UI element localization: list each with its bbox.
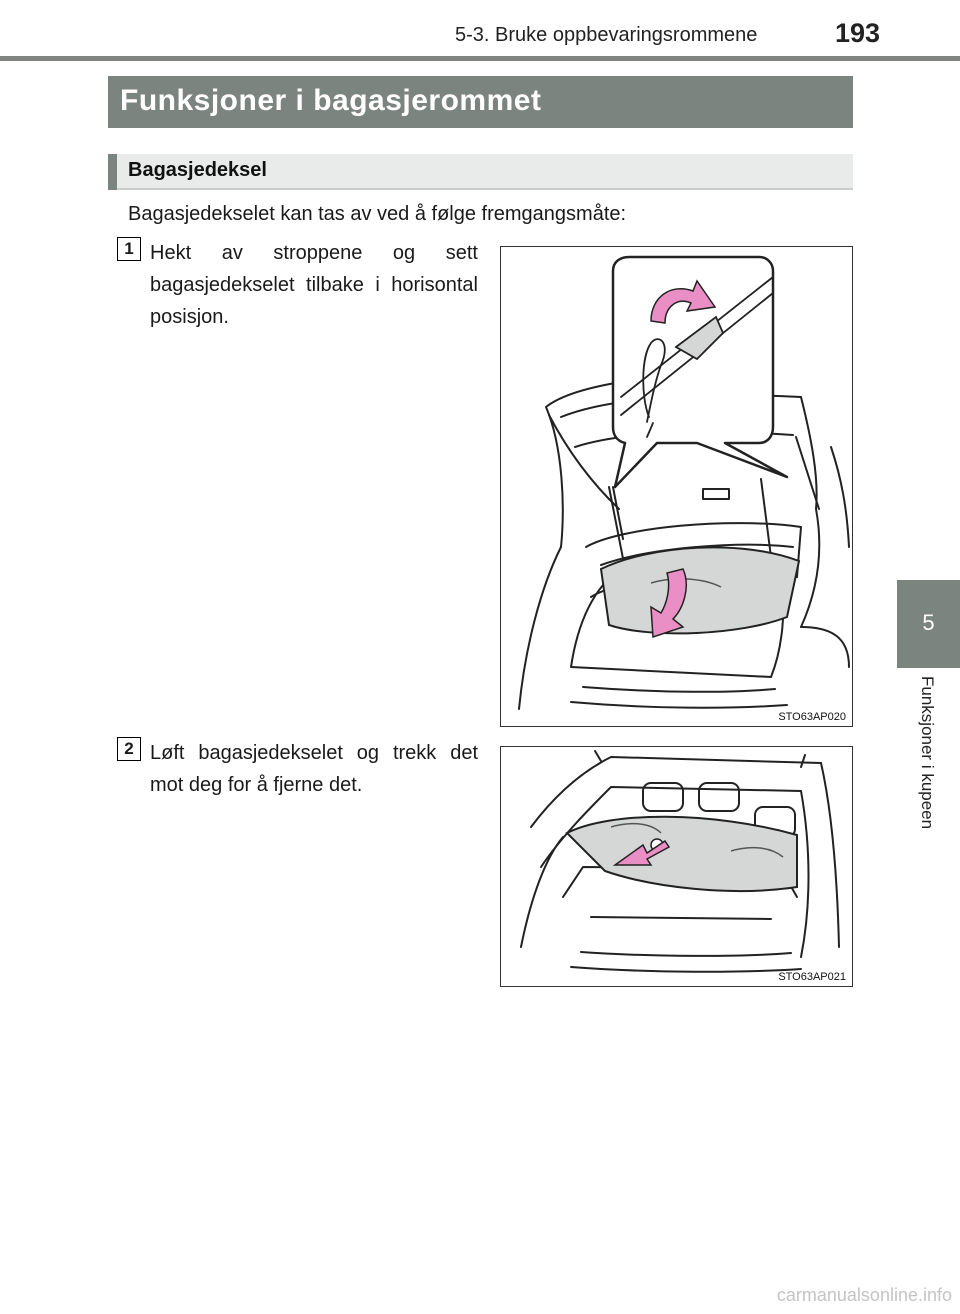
page-number: 193 [835,18,881,48]
subsection-bar: Bagasjedeksel [108,154,853,190]
section-title: Funksjoner i bagasjerommet [120,84,542,117]
figure-1-illustration [518,255,850,710]
figure-2-illustration [520,750,840,973]
figure-1: STO63AP020 [500,246,853,727]
section-banner: Funksjoner i bagasjerommet [108,76,853,128]
chapter-tab: 5 [897,580,960,668]
step-2-badge: 2 [117,737,141,761]
watermark: carmanualsonline.info [776,1285,952,1305]
chapter-side-label: Funksjoner i kupeen [917,676,941,866]
step-2-text: Løft bagasjedekselet og trekk det mot de… [150,742,478,796]
figure-1-code: STO63AP020 [778,711,846,723]
chapter-label-text: Funksjoner i kupeen [918,676,937,830]
running-header-title: 5-3. Bruke oppbevaringsrommene [455,24,758,46]
subsection-title: Bagasjedeksel [128,159,267,181]
step-1-text: Hekt av stroppene og sett bagasjedeksele… [150,242,478,328]
figure-2-code: STO63AP021 [778,971,846,983]
step-1-badge: 1 [117,237,141,261]
intro-text: Bagasjedekselet kan tas av ved å følge f… [128,203,627,225]
chapter-number: 5 [922,610,935,635]
subsection-accent [108,154,117,190]
figure-2: STO63AP021 [500,746,853,987]
header-rule [0,56,960,61]
